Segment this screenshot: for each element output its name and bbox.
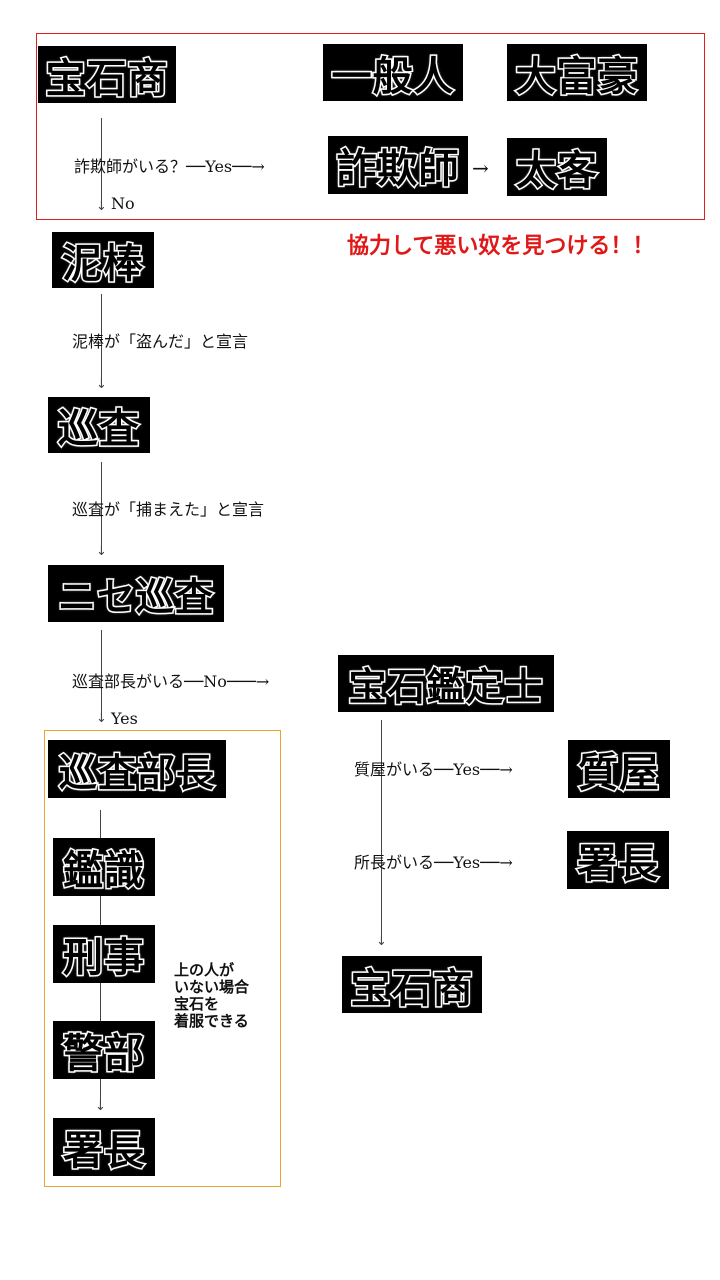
role-inspector: 警部	[53, 1021, 155, 1079]
embezzle-group-box	[44, 730, 281, 1187]
cooperation-group-box	[36, 33, 705, 220]
role-rich: 大富豪	[507, 44, 647, 101]
role-detective: 刑事	[53, 925, 155, 983]
arrow-down-icon: ↓	[96, 199, 107, 214]
label-police-declare: 巡査が「捕まえた」と宣言	[72, 500, 265, 519]
flow-line-police	[101, 462, 102, 552]
label-chief-question: 所長がいる──Yes──→	[354, 853, 513, 872]
label-sergeant-yes: Yes	[111, 709, 138, 728]
label-swindler-no: No	[111, 194, 135, 213]
role-chief: 署長	[53, 1118, 155, 1176]
alert-cooperate-text: 協力して悪い奴を見つける！！	[346, 232, 655, 260]
flow-line-thief	[101, 294, 102, 384]
arrow-down-icon: ↓	[95, 1099, 106, 1114]
arrow-down-icon: ↓	[96, 711, 107, 726]
role-jeweler-bottom: 宝石商	[342, 956, 482, 1013]
arrow-right-icon: →	[472, 156, 489, 180]
role-chief-right: 署長	[567, 831, 669, 889]
role-police: 巡査	[48, 397, 150, 454]
note-embezzle: 上の人が いない場合 宝石を 着服できる	[174, 961, 250, 1030]
role-commoner: 一般人	[323, 44, 463, 101]
role-pawnshop: 質屋	[568, 740, 670, 798]
label-sergeant-question: 巡査部長がいる──No───→	[72, 672, 270, 691]
role-forensics: 鑑識	[53, 838, 155, 896]
role-appraiser: 宝石鑑定士	[338, 655, 554, 712]
role-thief: 泥棒	[52, 232, 154, 289]
flow-line-jeweler	[101, 118, 102, 210]
role-sergeant: 巡査部長	[48, 740, 226, 798]
role-jeweler-top: 宝石商	[38, 46, 176, 103]
arrow-down-icon: ↓	[376, 934, 387, 949]
label-swindler-question: 詐欺師がいる？──Yes──→	[74, 157, 265, 176]
arrow-down-icon: ↓	[96, 377, 107, 392]
flow-line-fake-police	[101, 630, 102, 715]
role-big-customer: 太客	[507, 138, 607, 196]
role-fake-police: ニセ巡査	[48, 565, 224, 622]
flow-line-appraiser	[381, 720, 382, 940]
role-swindler: 詐欺師	[328, 136, 468, 194]
arrow-down-icon: ↓	[96, 544, 107, 559]
label-thief-declare: 泥棒が「盗んだ」と宣言	[72, 332, 249, 351]
label-pawn-question: 質屋がいる──Yes──→	[354, 760, 513, 779]
